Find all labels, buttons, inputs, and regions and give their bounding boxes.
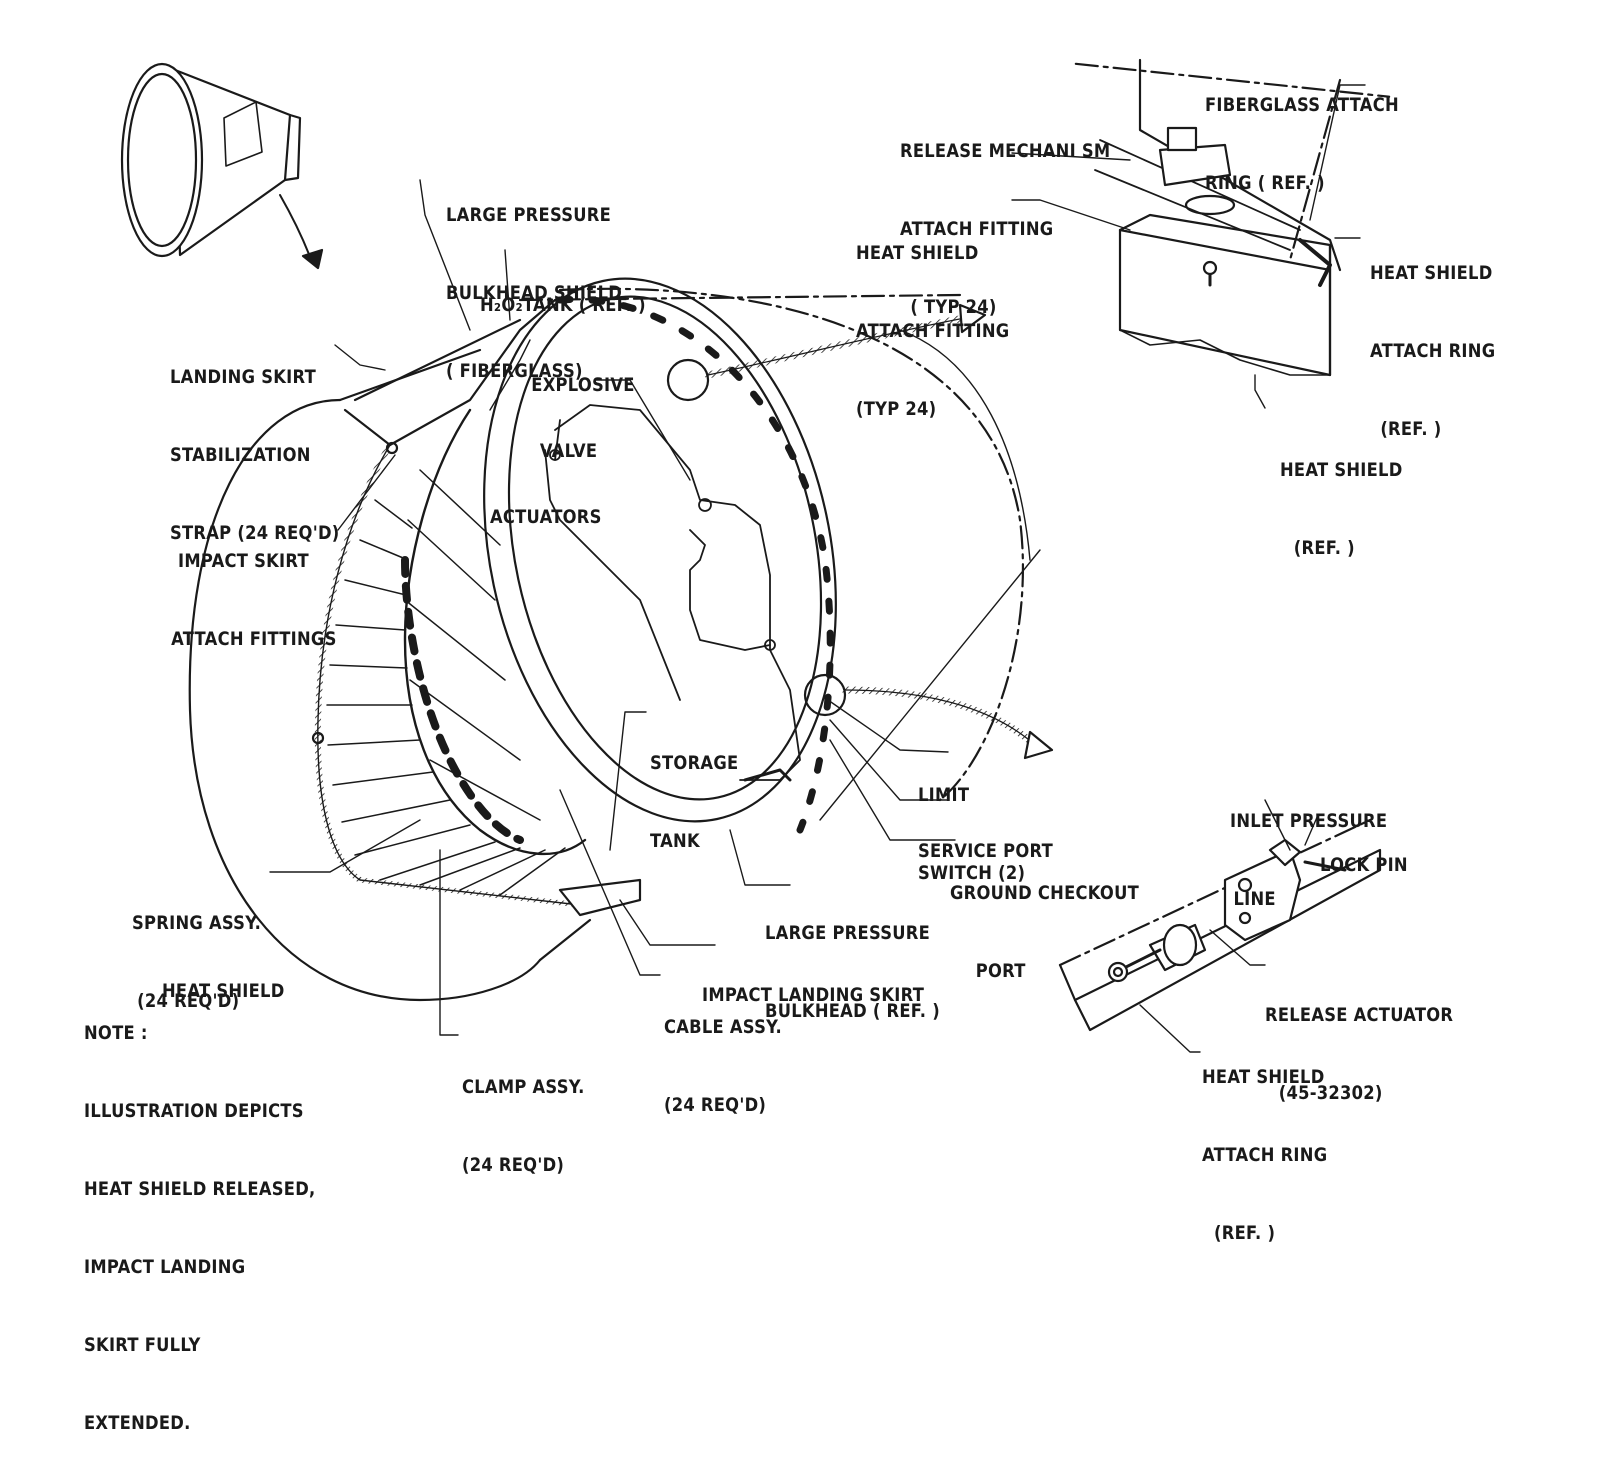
label-landing-skirt-strap: LANDING SKIRT STABILIZATION STRAP (24 RE… xyxy=(170,312,340,572)
impact-landing-skirt-drawing xyxy=(311,298,642,917)
label-line: (45-32302) xyxy=(1278,1082,1383,1104)
label-line: INLET PRESSURE xyxy=(1230,810,1388,832)
label-line: LARGE PRESSURE xyxy=(765,922,931,944)
label-line: SPRING ASSY. xyxy=(132,912,262,934)
label-spring-assy: SPRING ASSY. (24 REQ'D) xyxy=(132,858,261,1040)
capsule-locator-icon xyxy=(120,62,324,270)
label-impact-landing-skirt: IMPACT LANDING SKIRT xyxy=(702,930,924,1034)
label-h2o2-tank: H₂O₂TANK ( REF. ) xyxy=(480,240,646,344)
label-line: ATTACH FITTINGS xyxy=(171,628,337,650)
label-impact-skirt-attach-fittings: IMPACT SKIRT ATTACH FITTINGS xyxy=(171,496,337,678)
label-line: RELEASE MECHANI SM xyxy=(900,140,1111,162)
label-line: ( TYP 24) xyxy=(910,296,997,318)
label-line: VALVE xyxy=(539,440,598,462)
label-line: SERVICE PORT xyxy=(918,840,1054,862)
attach-fitting-detail xyxy=(1074,58,1391,377)
label-line: SWITCH (2) xyxy=(918,862,1026,884)
label-line: ATTACH RING xyxy=(1370,340,1496,362)
label-line: BULKHEAD SHIELD xyxy=(446,282,623,304)
detail-callouts xyxy=(666,303,1054,760)
label-storage-tank: STORAGE TANK xyxy=(650,698,738,880)
note-line: SKIRT FULLY xyxy=(84,1334,201,1356)
label-line: RING ( REF. ) xyxy=(1205,172,1325,194)
label-line: IMPACT SKIRT xyxy=(178,550,309,572)
label-line: LINE xyxy=(1233,888,1276,910)
label-clamp-assy: CLAMP ASSY. (24 REQ'D) xyxy=(462,1022,585,1204)
label-cable-assy: CABLE ASSY. (24 REQ'D) xyxy=(664,962,782,1144)
label-line: RELEASE ACTUATOR xyxy=(1265,1004,1454,1026)
label-large-pressure-bulkhead: LARGE PRESSURE BULKHEAD ( REF. ) xyxy=(765,868,940,1050)
label-limit-switch: LIMIT SWITCH (2) xyxy=(918,730,1025,912)
label-line: STRAP (24 REQ'D) xyxy=(170,522,340,544)
label-line: HEAT SHIELD xyxy=(856,242,979,264)
label-line: (REF. ) xyxy=(1380,418,1442,440)
label-line: PORT xyxy=(975,960,1026,982)
label-line: (24 REQ'D) xyxy=(462,1154,565,1176)
label-line: GROUND CHECKOUT xyxy=(950,882,1140,904)
label-line: HEAT SHIELD xyxy=(1202,1066,1325,1088)
label-line: EXPLOSIVE xyxy=(531,374,635,396)
note-line: ILLUSTRATION DEPICTS xyxy=(84,1100,304,1122)
label-heat-shield-attach-ring-bottom: HEAT SHIELD ATTACH RING (REF. ) xyxy=(1202,1012,1327,1272)
label-fiberglass-attach-ring: FIBERGLASS ATTACH RING ( REF. ) xyxy=(1205,40,1399,222)
label-explosive-valve-actuators: EXPLOSIVE VALVE ACTUATORS xyxy=(490,330,635,550)
label-line: H₂O₂TANK ( REF. ) xyxy=(480,294,646,316)
label-line: ( FIBERGLASS) xyxy=(446,360,583,382)
label-heat-shield-attach-fitting: HEAT SHIELD ATTACH FITTING (TYP 24) xyxy=(856,188,1009,448)
label-line: CLAMP ASSY. xyxy=(462,1076,585,1098)
technical-illustration xyxy=(120,58,1391,1053)
label-line: (REF. ) xyxy=(1214,1222,1276,1244)
label-line: (REF. ) xyxy=(1293,537,1355,559)
label-lock-pin: LOCK PIN xyxy=(1320,800,1408,904)
label-line: TANK xyxy=(650,830,700,852)
label-heat-shield: HEAT SHIELD xyxy=(162,926,285,1030)
label-large-pressure-bulkhead-shield: LARGE PRESSURE BULKHEAD SHIELD ( FIBERGL… xyxy=(446,150,622,410)
label-line: LIMIT xyxy=(918,784,970,806)
label-line: (24 REQ'D) xyxy=(137,990,240,1012)
label-line: ATTACH RING xyxy=(1202,1144,1328,1166)
label-line: ATTACH FITTING xyxy=(900,218,1054,240)
label-line: HEAT SHIELD xyxy=(1280,459,1403,481)
label-line: IMPACT LANDING SKIRT xyxy=(702,984,925,1006)
label-release-actuator: RELEASE ACTUATOR (45-32302) xyxy=(1265,950,1453,1132)
label-line: CABLE ASSY. xyxy=(664,1016,782,1038)
note-line: EXTENDED. xyxy=(84,1412,191,1434)
label-inlet-pressure-line: INLET PRESSURE LINE xyxy=(1230,756,1387,938)
label-line: STABILIZATION xyxy=(170,444,311,466)
label-line: FIBERGLASS ATTACH xyxy=(1205,94,1399,116)
heat-shield-drawing xyxy=(188,348,592,1002)
label-line: HEAT SHIELD xyxy=(1370,262,1493,284)
release-actuator-detail xyxy=(1058,818,1382,1032)
note-line: NOTE : xyxy=(84,1022,148,1044)
label-line: STORAGE xyxy=(650,752,739,774)
label-line: HEAT SHIELD xyxy=(162,980,285,1002)
label-line: BULKHEAD ( REF. ) xyxy=(765,1000,940,1022)
label-heat-shield-ref: HEAT SHIELD (REF. ) xyxy=(1280,405,1403,587)
label-line: ATTACH FITTING xyxy=(856,320,1010,342)
label-line: LANDING SKIRT xyxy=(170,366,317,388)
note-block: NOTE : ILLUSTRATION DEPICTS HEAT SHIELD … xyxy=(84,968,315,1462)
label-line: ACTUATORS xyxy=(490,506,602,528)
label-line: LARGE PRESSURE xyxy=(446,204,612,226)
label-line: LOCK PIN xyxy=(1320,854,1408,876)
plumbing-lines xyxy=(544,404,801,782)
note-line: IMPACT LANDING xyxy=(84,1256,246,1278)
pressure-bulkhead-drawing xyxy=(483,277,1041,834)
note-line: HEAT SHIELD RELEASED, xyxy=(84,1178,316,1200)
label-ground-checkout-port: GROUND CHECKOUT PORT xyxy=(950,828,1139,1010)
label-line: (24 REQ'D) xyxy=(664,1094,767,1116)
label-heat-shield-attach-ring-top: HEAT SHIELD ATTACH RING (REF. ) xyxy=(1370,208,1495,468)
leader-lines xyxy=(269,84,1366,1053)
label-service-port: SERVICE PORT xyxy=(918,786,1053,890)
label-line: (TYP 24) xyxy=(856,398,937,420)
label-release-mechanism-fitting: RELEASE MECHANI SM ATTACH FITTING ( TYP … xyxy=(900,86,1110,346)
